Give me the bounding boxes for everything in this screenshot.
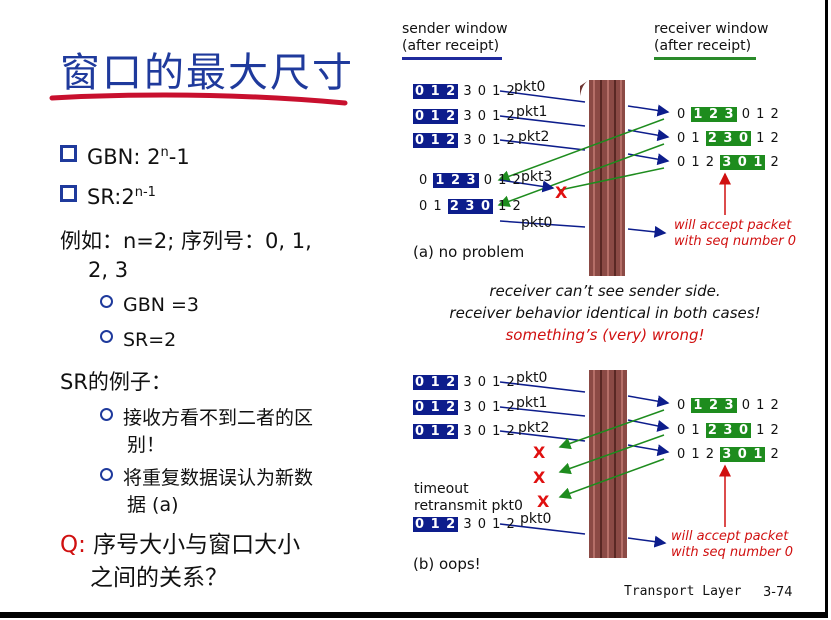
question-text1: 序号大小与窗口大小 — [85, 532, 301, 558]
accept-note-a-line2: with seq number 0 — [674, 234, 797, 249]
b-sender-row: 0 1 2 3 0 1 2 — [413, 517, 516, 532]
arrows-b — [499, 381, 731, 548]
a-receiver-row: 0 1 2 3 0 1 2 — [677, 107, 780, 122]
gbn-suffix: -1 — [168, 145, 190, 169]
sr-eq: SR=2 — [123, 329, 177, 351]
title-underline — [49, 92, 348, 106]
sr-example-heading: SR的例子： — [60, 370, 172, 394]
a-sender-row: 0 1 2 3 0 1 2 — [419, 173, 522, 188]
question-line1: Q: 序号大小与窗口大小 — [60, 525, 300, 559]
a-sender-row: 0 1 2 3 0 1 2 — [413, 133, 516, 148]
page-number: 3-74 — [763, 585, 793, 600]
square-bullet-icon — [60, 185, 77, 202]
sub2-line1: 将重复数据误认为新数 — [123, 467, 314, 489]
circle-bullet-icon — [100, 408, 113, 421]
accept-note-b-line2: with seq number 0 — [671, 545, 794, 560]
b-sender-row: 0 1 2 3 0 1 2 — [413, 375, 516, 390]
accept-note-a-line1: will accept packet — [674, 218, 792, 233]
middle-line1: receiver can’t see sender side. — [489, 282, 721, 300]
middle-line2: receiver behavior identical in both case… — [449, 304, 761, 322]
question-label: Q: — [60, 532, 86, 558]
example-line1: 例如：n=2; 序列号：0, 1, — [60, 229, 312, 253]
pkt-label: pkt0 — [521, 215, 553, 231]
caption-b: (b) oops! — [413, 555, 481, 573]
b-sender-row: 0 1 2 3 0 1 2 — [413, 400, 516, 415]
sender-header: sender window (after receipt) — [402, 21, 508, 55]
b-receiver-row: 0 1 2 3 0 1 2 — [677, 423, 780, 438]
sr-prefix: SR:2 — [87, 185, 135, 209]
gbn-sup: n — [160, 145, 169, 160]
pkt-label: pkt3 — [521, 169, 553, 185]
a-receiver-row: 0 1 2 3 0 1 2 — [677, 155, 780, 170]
receiver-header: receiver window (after receipt) — [654, 21, 768, 55]
curtain-b — [589, 370, 627, 558]
sub-item-1: 接收方看不到二者的区 — [100, 403, 313, 430]
sub-gbn: GBN =3 — [100, 294, 199, 316]
circle-bullet-icon — [100, 330, 113, 343]
pkt-label: pkt1 — [516, 104, 548, 120]
b-sender-row: 0 1 2 3 0 1 2 — [413, 424, 516, 439]
accept-note-b-line1: will accept packet — [671, 529, 789, 544]
loss-x-icon: X — [537, 492, 550, 511]
arrows-a — [497, 90, 731, 238]
sr-sup: n-1 — [134, 185, 156, 200]
gbn-prefix: GBN: 2 — [87, 145, 161, 169]
page-title: 窗口的最大尺寸 — [60, 50, 354, 96]
pkt-label: pkt0 — [514, 79, 546, 95]
middle-line3: something’s (very) wrong! — [505, 326, 705, 344]
pkt-label: pkt0 — [516, 370, 548, 386]
question-line2: 之间的关系？ — [90, 565, 228, 591]
b-receiver-row: 0 1 2 3 0 1 2 — [677, 447, 780, 462]
sender-header-line1: sender window — [402, 21, 508, 37]
a-sender-row: 0 1 2 3 0 1 2 — [413, 84, 516, 99]
middle-note: receiver can’t see sender side. receiver… — [400, 280, 810, 346]
timeout-note: timeout retransmit pkt0 — [414, 481, 523, 515]
footer-label: Transport Layer — [624, 584, 742, 599]
a-sender-row: 0 1 2 3 0 1 2 — [419, 199, 522, 214]
sub1-line1: 接收方看不到二者的区 — [123, 407, 314, 429]
sub-item-2: 将重复数据误认为新数 — [100, 463, 313, 490]
loss-x-icon: X — [555, 183, 568, 202]
sender-header-underline — [402, 57, 502, 60]
receiver-header-line2: (after receipt) — [654, 38, 752, 54]
accept-note-a: will accept packet with seq number 0 — [674, 218, 796, 250]
a-receiver-row: 0 1 2 3 0 1 2 — [677, 131, 780, 146]
circle-bullet-icon — [100, 468, 113, 481]
sub1-line2: 别！ — [127, 434, 166, 456]
gbn-eq: GBN =3 — [123, 294, 200, 316]
loss-x-icon: X — [533, 468, 546, 487]
pkt-label: pkt1 — [516, 395, 548, 411]
sub2-line2: 据 (a) — [127, 494, 179, 516]
bullet-sr: SR:2n-1 — [60, 185, 156, 209]
square-bullet-icon — [60, 145, 77, 162]
pkt-label: pkt2 — [518, 420, 550, 436]
sender-header-line2: (after receipt) — [402, 38, 500, 54]
timeout-line2: retransmit pkt0 — [414, 498, 523, 514]
pkt-label: pkt0 — [520, 511, 552, 527]
sub-sr: SR=2 — [100, 329, 176, 351]
bullet-gbn: GBN: 2n-1 — [60, 145, 190, 169]
caption-a: (a) no problem — [413, 243, 525, 261]
example-line2: 2, 3 — [88, 258, 129, 282]
receiver-header-underline — [654, 57, 756, 60]
a-sender-row: 0 1 2 3 0 1 2 — [413, 109, 516, 124]
timeout-line1: timeout — [414, 481, 469, 497]
b-receiver-row: 0 1 2 3 0 1 2 — [677, 398, 780, 413]
circle-bullet-icon — [100, 295, 113, 308]
pkt-label: pkt2 — [518, 129, 550, 145]
loss-x-icon: X — [533, 443, 546, 462]
receiver-header-line1: receiver window — [654, 21, 769, 37]
accept-note-b: will accept packet with seq number 0 — [671, 529, 793, 561]
